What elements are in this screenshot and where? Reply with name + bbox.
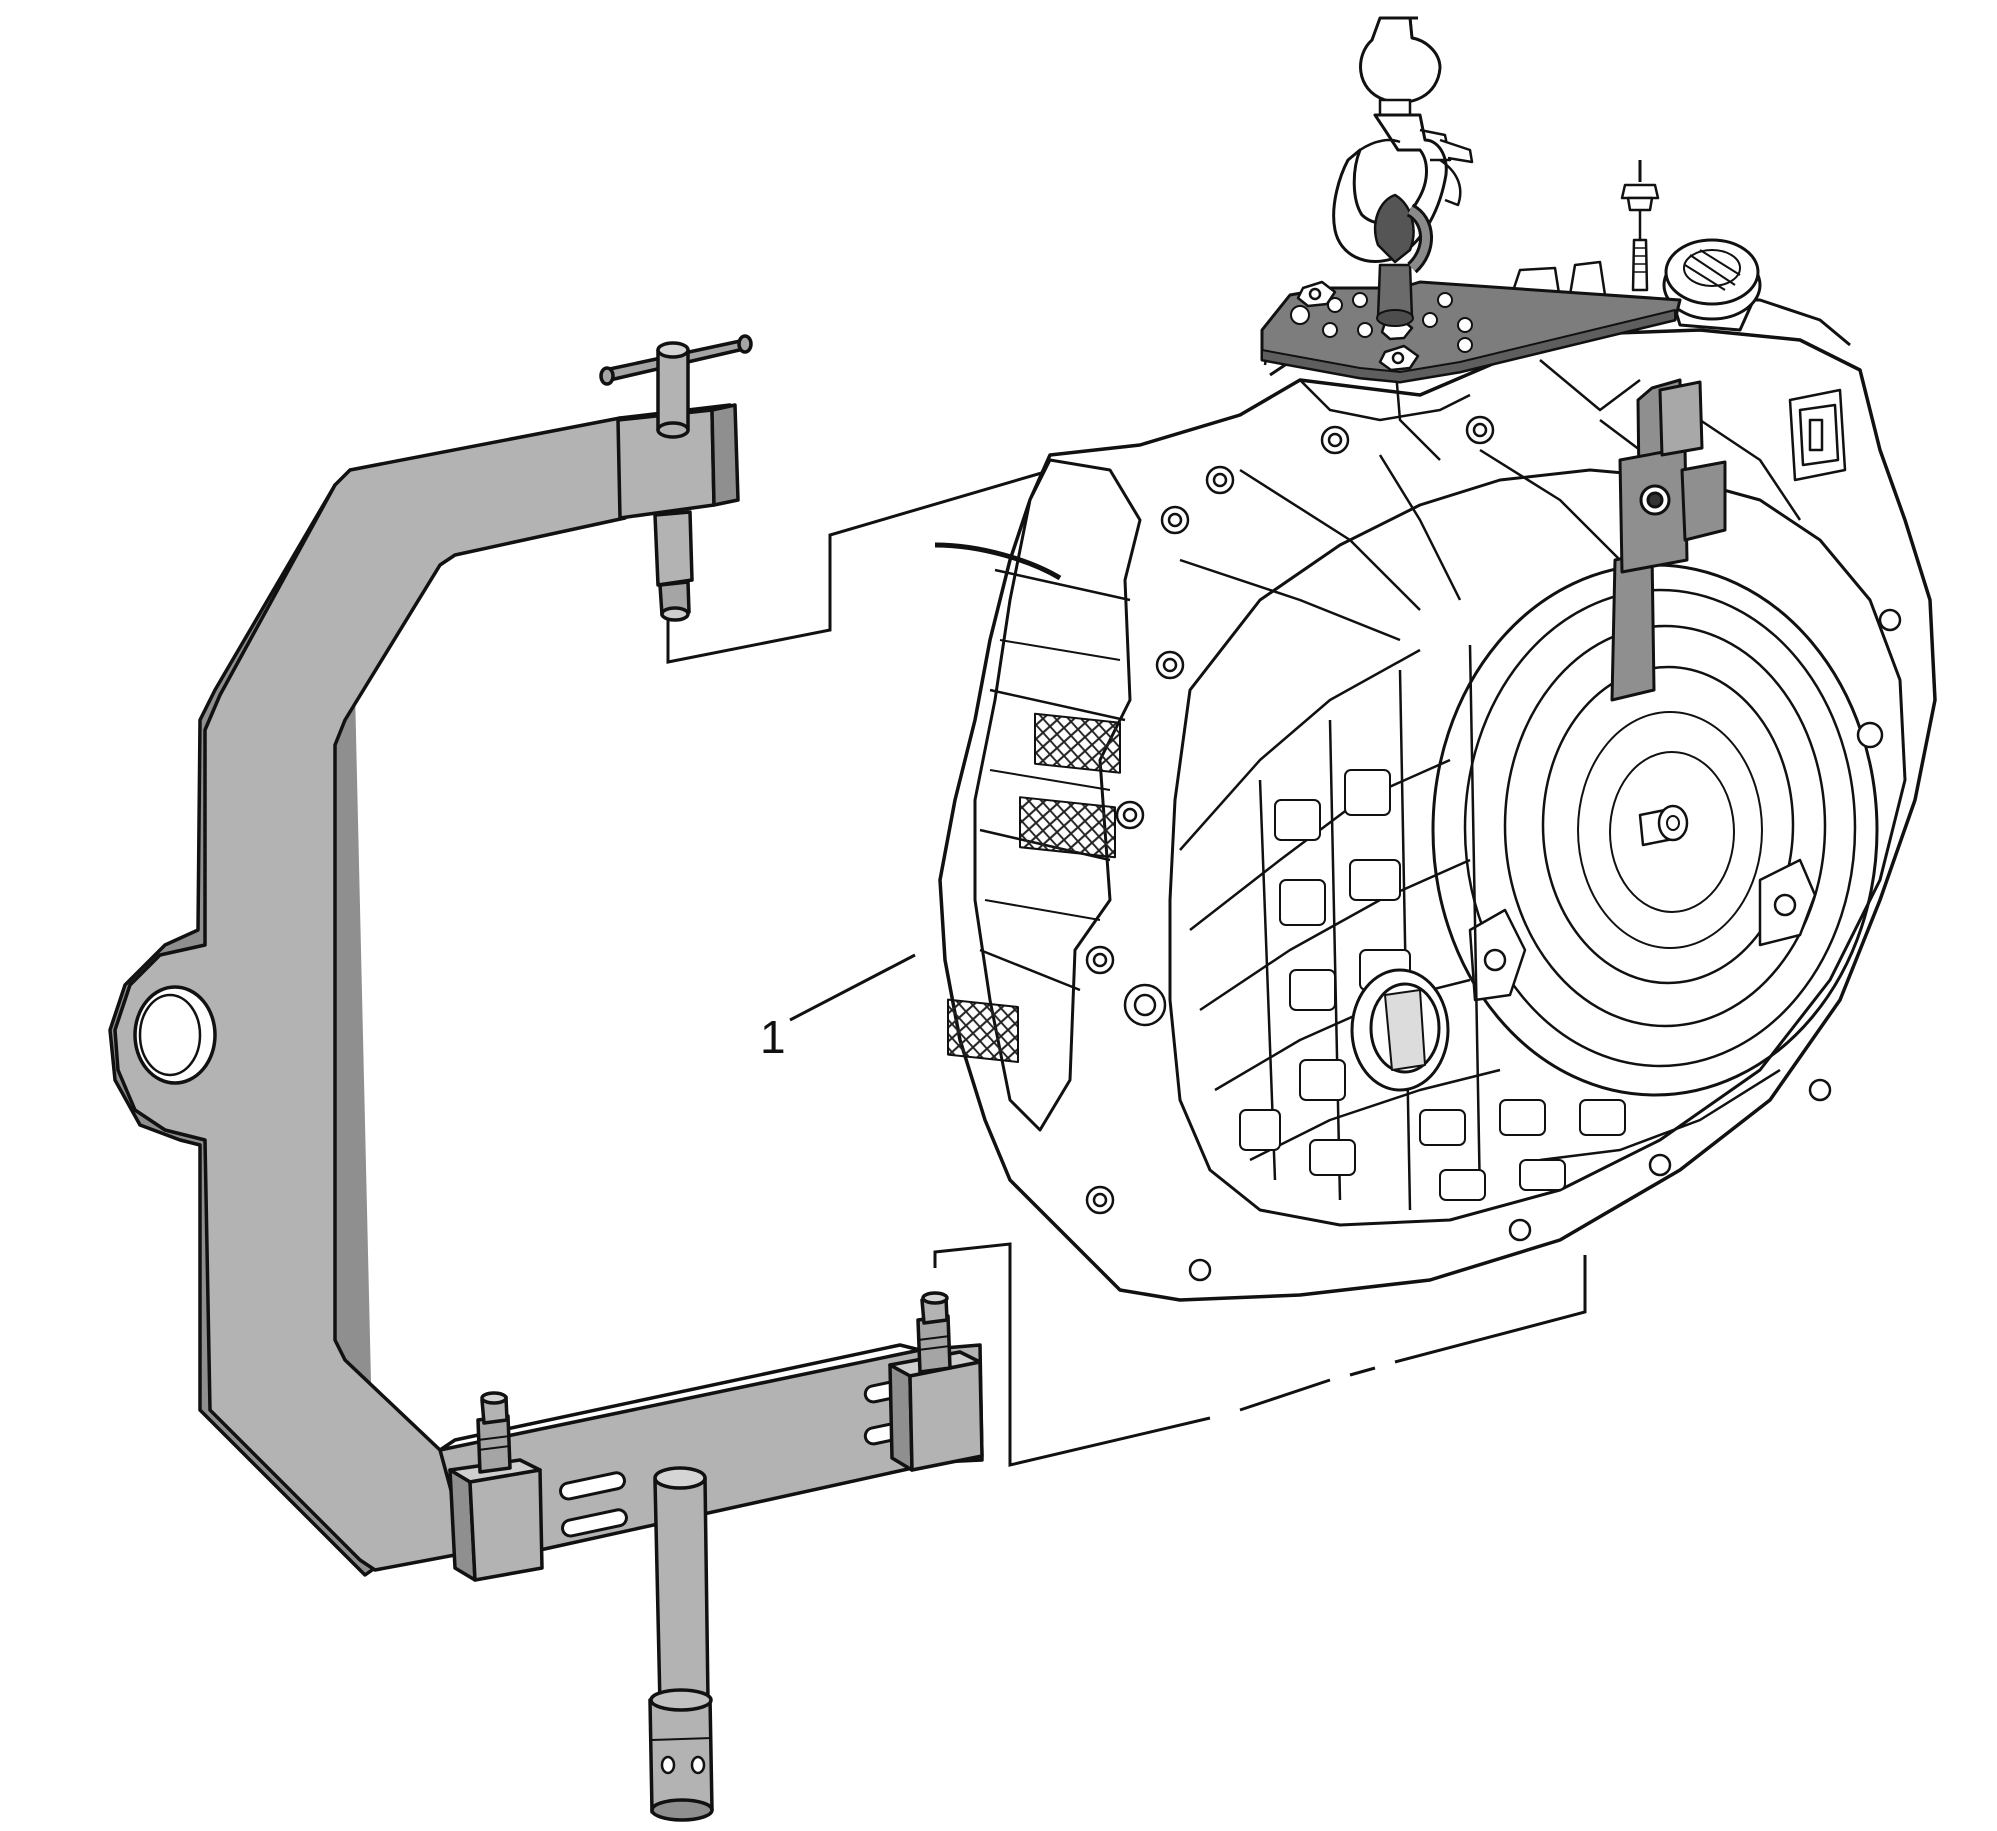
flange-bosses [1468,608,1902,1177]
fixture-mounting-shaft [648,1466,714,1822]
stud-nut [1620,160,1660,292]
transmission-assembly [934,160,1937,1302]
fixture-frame [113,416,627,1572]
top-brackets [1179,359,1802,642]
upper-locating-pin-assembly [599,334,753,622]
axle-seal-bore [1350,968,1450,1092]
callout-1-label: 1 [760,1011,786,1063]
callout-1-leader [789,953,916,1022]
side-bracket [1610,378,1727,702]
lift-plate-assembly [1260,16,1682,384]
crosshatch-panel-middle [1019,796,1116,859]
fill-cap [1662,238,1762,332]
electrical-connector [1788,388,1847,482]
lower-left-locating-pin-assembly [448,1391,544,1582]
crosshatch-panel-lower [947,998,1019,1064]
crosshatch-panel-upper [1034,712,1121,774]
callout-1-group: 1 [760,953,916,1063]
input-shaft [1638,804,1689,847]
crane-hook [1332,16,1474,274]
holding-fixture [108,334,984,1822]
lower-right-locating-pin-assembly [888,1291,984,1472]
case-bolts [1085,415,1532,1282]
side-case [934,458,1142,1132]
